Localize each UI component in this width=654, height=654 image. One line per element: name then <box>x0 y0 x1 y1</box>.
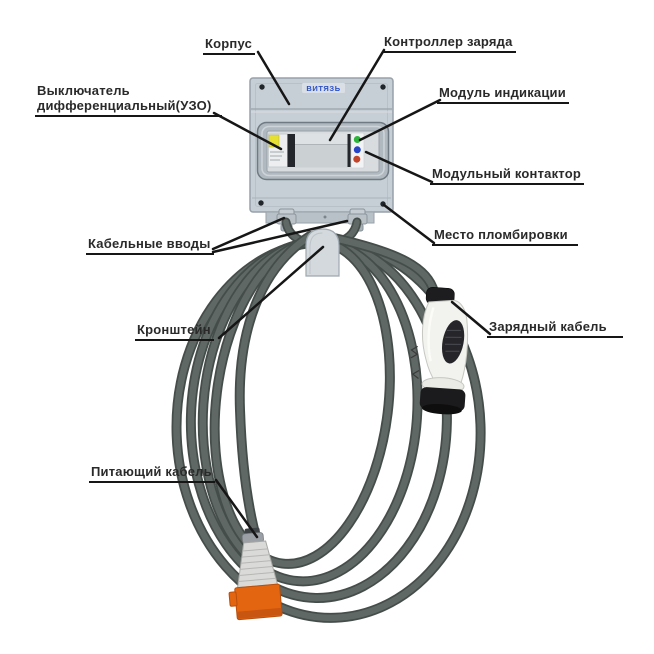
mounting-plate <box>265 211 375 224</box>
cable-bracket <box>305 228 340 277</box>
leader-korpus <box>256 50 291 106</box>
label-sealing: Место пломбировки <box>432 227 578 246</box>
label-charging-cable: Зарядный кабель <box>487 319 623 338</box>
leader-cable-entry-left <box>211 216 286 251</box>
charger-enclosure: ВИТЯЗЬ <box>249 77 394 213</box>
leader-bracket <box>217 245 325 340</box>
leader-sealing <box>382 203 436 245</box>
led-blue-icon <box>353 146 361 154</box>
leader-cable-entry-right <box>211 219 349 254</box>
cable-coil <box>171 217 486 623</box>
rcd-lever <box>268 134 280 148</box>
leader-contactor <box>364 150 434 184</box>
din-module-dark <box>287 134 295 167</box>
corner-screw <box>258 200 264 206</box>
brand-plate <box>302 83 345 93</box>
label-cable-entries: Кабельные вводы <box>86 236 214 255</box>
charging-connector <box>410 286 469 415</box>
label-contactor: Модульный контактор <box>430 166 584 185</box>
label-indication: Модуль индикации <box>437 85 569 104</box>
leader-lines <box>211 48 492 539</box>
supply-plug <box>228 527 283 621</box>
wire-clip <box>410 345 419 359</box>
label-rcd: Выключатель дифференциальный(УЗО) <box>35 83 222 117</box>
leader-controller <box>328 48 386 142</box>
din-rail-window <box>256 121 390 181</box>
leader-supply-cable <box>214 478 259 539</box>
led-red-icon <box>353 155 361 163</box>
corner-screw <box>259 84 265 90</box>
label-korpus: Корпус <box>203 36 256 55</box>
leader-rcd <box>212 111 283 151</box>
label-bracket: Кронштейн <box>135 322 214 341</box>
leader-indication <box>358 98 442 142</box>
brand-text: ВИТЯЗЬ <box>306 84 340 93</box>
leader-charging-cable <box>450 300 492 336</box>
label-supply-cable: Питающий кабель <box>89 464 215 483</box>
led-green-icon <box>353 136 361 143</box>
plate-hole <box>323 215 327 219</box>
label-controller: Контроллер заряда <box>382 34 516 53</box>
corner-screw <box>380 84 386 90</box>
wire-clip <box>411 369 420 379</box>
connector-grip <box>441 320 465 364</box>
plug-tab <box>228 591 238 607</box>
